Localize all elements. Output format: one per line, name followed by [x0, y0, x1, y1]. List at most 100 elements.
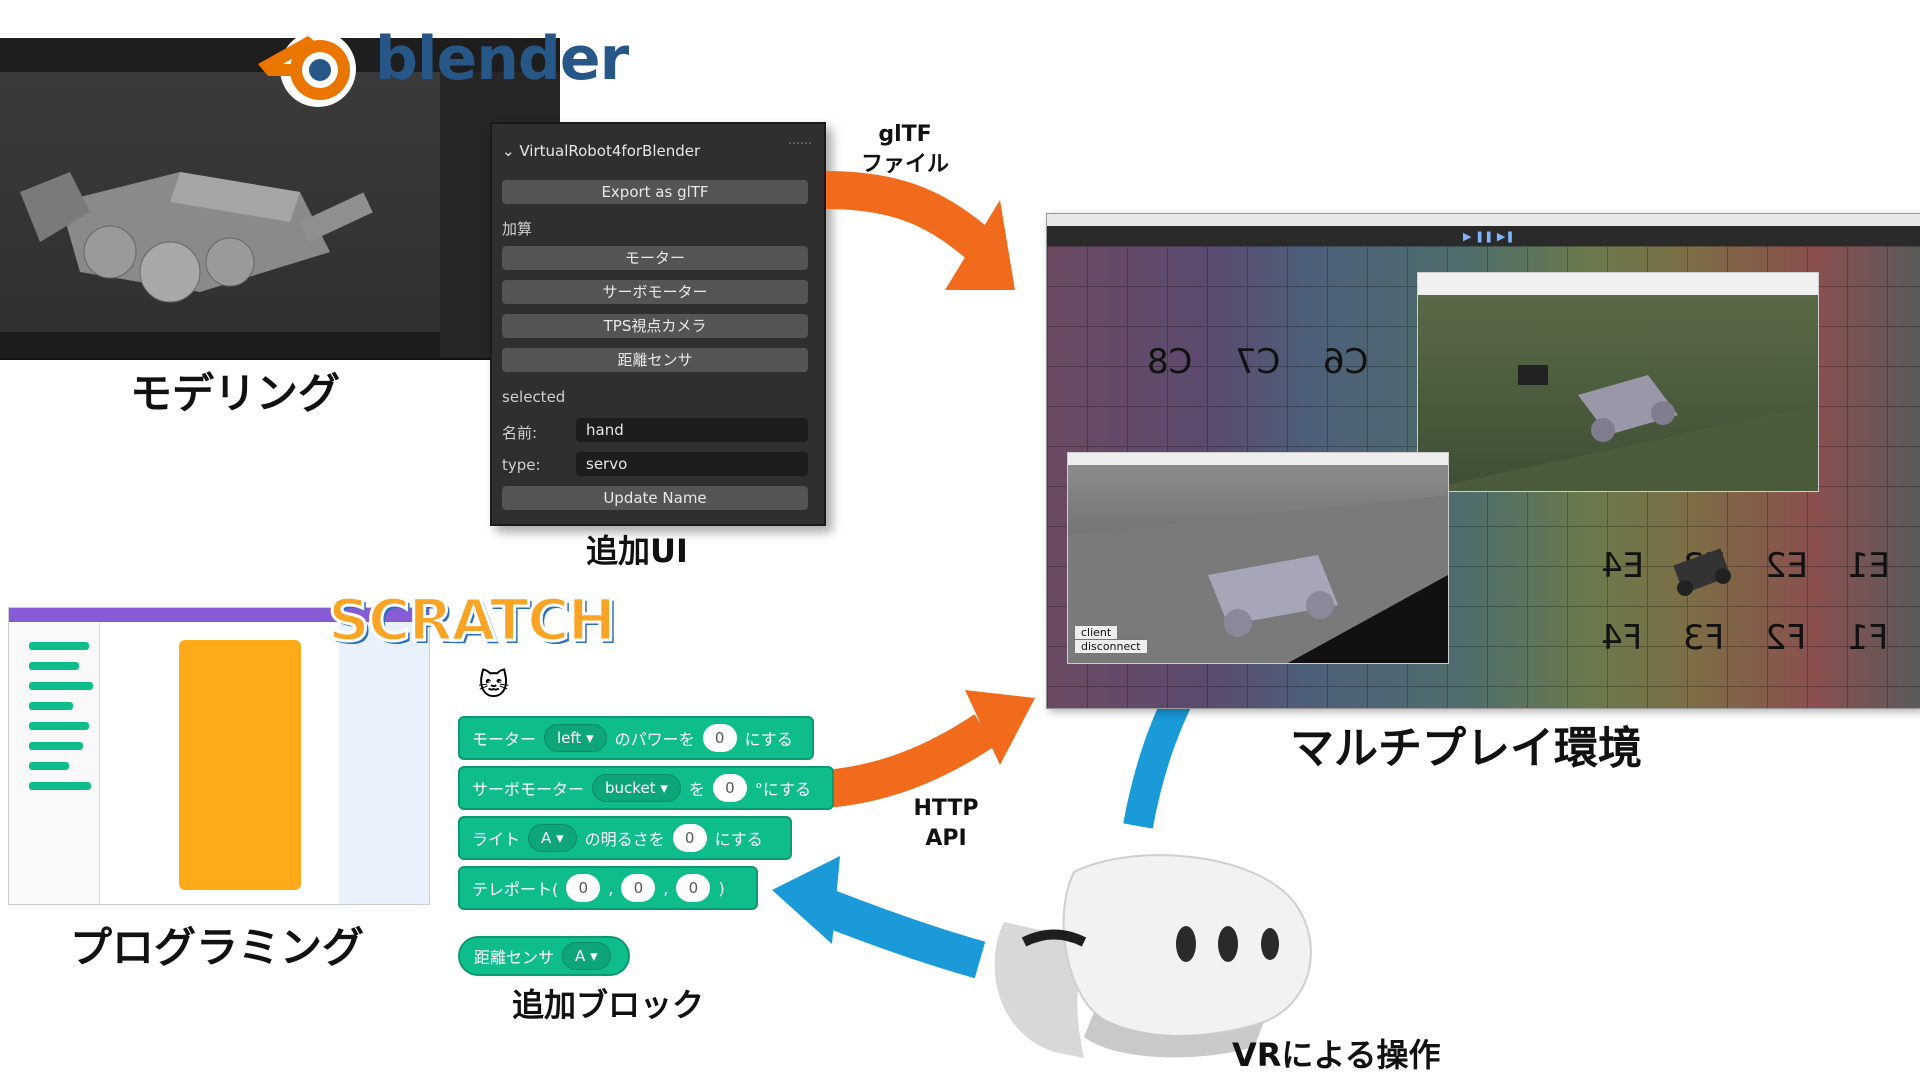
- add-distance-sensor-button[interactable]: 距離センサ: [502, 348, 808, 372]
- multiplay-caption: マルチプレイ環境: [1290, 723, 1642, 774]
- robot-model-render: [20, 172, 373, 303]
- light-dropdown[interactable]: A ▾: [528, 824, 577, 852]
- http-arrowhead: [965, 690, 1035, 765]
- disconnect-button[interactable]: disconnect: [1074, 639, 1148, 654]
- scratch-logo-text: SCRATCH: [326, 585, 617, 656]
- light-brightness-input[interactable]: 0: [672, 824, 707, 852]
- grid-label-c6: C6: [1323, 342, 1369, 382]
- grid-label-f2: F2: [1765, 618, 1807, 658]
- scratch-screenshot: [8, 607, 430, 905]
- client-window-2-titlebar: [1068, 453, 1448, 465]
- blender-logo-text: blender: [375, 24, 629, 94]
- motor-power-input[interactable]: 0: [702, 724, 737, 752]
- motor-block-mid: のパワーを: [614, 730, 695, 749]
- robot-render-icon: [1068, 495, 1448, 663]
- unity-titlebar: [1047, 214, 1920, 226]
- add-servo-button[interactable]: サーボモーター: [502, 280, 808, 304]
- blender-viewport: [0, 72, 440, 332]
- client-window-1: [1417, 272, 1819, 492]
- grid-label-e2: E2: [1765, 546, 1809, 586]
- grid-label-f4: F4: [1601, 618, 1643, 658]
- selected-heading: selected: [502, 388, 566, 406]
- type-field[interactable]: servo: [576, 452, 808, 476]
- client-window-1-scene: [1418, 295, 1818, 491]
- caret-down-icon: ▾: [586, 729, 594, 747]
- blender-timeline: [0, 332, 440, 358]
- servo-block[interactable]: サーボモーター bucket ▾ を 0 °にする: [458, 766, 834, 810]
- robot-icon: [1673, 548, 1731, 596]
- panel-title[interactable]: ⌄ VirtualRobot4forBlender: [502, 142, 700, 160]
- servo-block-mid: を: [688, 780, 705, 799]
- teleport-x-input[interactable]: 0: [566, 874, 601, 902]
- motor-dropdown[interactable]: left ▾: [544, 724, 607, 752]
- teleport-block-close: ): [718, 878, 725, 898]
- vr-to-blocks-arrow-body: [813, 887, 986, 979]
- client-window-2-scene: client disconnect: [1068, 465, 1448, 663]
- addon-panel: ⌄ VirtualRobot4forBlender ⋯⋯ Export as g…: [490, 122, 826, 526]
- http-api-label: HTTP API: [898, 794, 994, 854]
- export-gltf-button[interactable]: Export as glTF: [502, 180, 808, 204]
- programming-caption: プログラミング: [70, 923, 365, 972]
- servo-angle-input[interactable]: 0: [712, 774, 747, 802]
- gltf-arrowhead: [945, 200, 1015, 290]
- servo-block-label: サーボモーター: [472, 780, 585, 799]
- light-block[interactable]: ライト A ▾ の明るさを 0 にする: [458, 816, 792, 860]
- type-label: type:: [502, 456, 541, 474]
- scratch-stage: [339, 622, 429, 904]
- http-label-line2: API: [925, 826, 967, 851]
- name-label: 名前:: [502, 424, 538, 442]
- servo-block-tail: °にする: [754, 780, 812, 799]
- chevron-down-icon: ⌄: [502, 142, 520, 160]
- drag-handle-icon[interactable]: ⋯⋯: [788, 136, 812, 150]
- robot-render-icon: [1418, 365, 1818, 491]
- distance-sensor-reporter[interactable]: 距離センサ A ▾: [458, 936, 630, 976]
- sensor-dropdown[interactable]: A ▾: [562, 942, 611, 970]
- unity-screenshot: ▶ ❚❚ ▶❚ C8 C7 C6 E1 E2 E3 E4 F1 F2 F3 F4: [1046, 213, 1920, 709]
- scratch-cat-icon: 🐱: [478, 668, 510, 703]
- light-block-mid: の明るさを: [584, 830, 665, 849]
- add-heading: 加算: [502, 220, 533, 238]
- light-dropdown-value: A: [541, 829, 552, 847]
- vr-headset-icon: [994, 854, 1312, 1058]
- update-name-button[interactable]: Update Name: [502, 486, 808, 510]
- light-block-tail: にする: [714, 830, 763, 849]
- grid-label-f1: F1: [1847, 618, 1889, 658]
- grid-label-f3: F3: [1683, 618, 1725, 658]
- teleport-block[interactable]: テレポート( 0, 0, 0 ): [458, 866, 758, 910]
- grid-label-e1: E1: [1847, 546, 1891, 586]
- motor-block[interactable]: モーター left ▾ のパワーを 0 にする: [458, 716, 814, 760]
- sensor-dropdown-value: A: [575, 947, 586, 965]
- client-window-1-titlebar: [1418, 273, 1818, 295]
- teleport-y-input[interactable]: 0: [621, 874, 656, 902]
- add-motor-button[interactable]: モーター: [502, 246, 808, 270]
- panel-title-text: VirtualRobot4forBlender: [519, 142, 701, 160]
- scratch-menubar: [9, 608, 429, 622]
- caret-down-icon: ▾: [556, 829, 564, 847]
- http-label-line1: HTTP: [913, 796, 979, 821]
- light-block-label: ライト: [472, 830, 521, 849]
- grid-label-c7: C7: [1235, 342, 1281, 382]
- sensor-block-label: 距離センサ: [474, 948, 555, 967]
- grid-label-e4: E4: [1601, 546, 1645, 586]
- vr-caption: VRによる操作: [1232, 1036, 1441, 1074]
- scratch-block-palette: [9, 622, 100, 904]
- teleport-z-input[interactable]: 0: [676, 874, 711, 902]
- name-field[interactable]: hand: [576, 418, 808, 442]
- gltf-label: glTF ファイル: [850, 120, 960, 180]
- scratch-code-script: [179, 640, 301, 890]
- client-button[interactable]: client: [1074, 625, 1119, 640]
- add-tps-camera-button[interactable]: TPS視点カメラ: [502, 314, 808, 338]
- modeling-caption: モデリング: [130, 369, 341, 418]
- caret-down-icon: ▾: [590, 947, 598, 965]
- addon-ui-caption: 追加UI: [586, 532, 688, 570]
- motor-block-label: モーター: [472, 730, 537, 749]
- servo-dropdown-value: bucket: [605, 779, 656, 797]
- play-icon[interactable]: ▶ ❚❚ ▶❚: [1463, 230, 1515, 243]
- vr-to-blocks-arrowhead: [772, 856, 840, 944]
- blender-logo-icon: [248, 14, 358, 114]
- gltf-label-line1: glTF: [878, 122, 932, 147]
- servo-dropdown[interactable]: bucket ▾: [592, 774, 681, 802]
- teleport-block-label: テレポート(: [472, 880, 559, 899]
- added-blocks-caption: 追加ブロック: [512, 986, 705, 1024]
- gltf-arrow-body: [825, 171, 998, 265]
